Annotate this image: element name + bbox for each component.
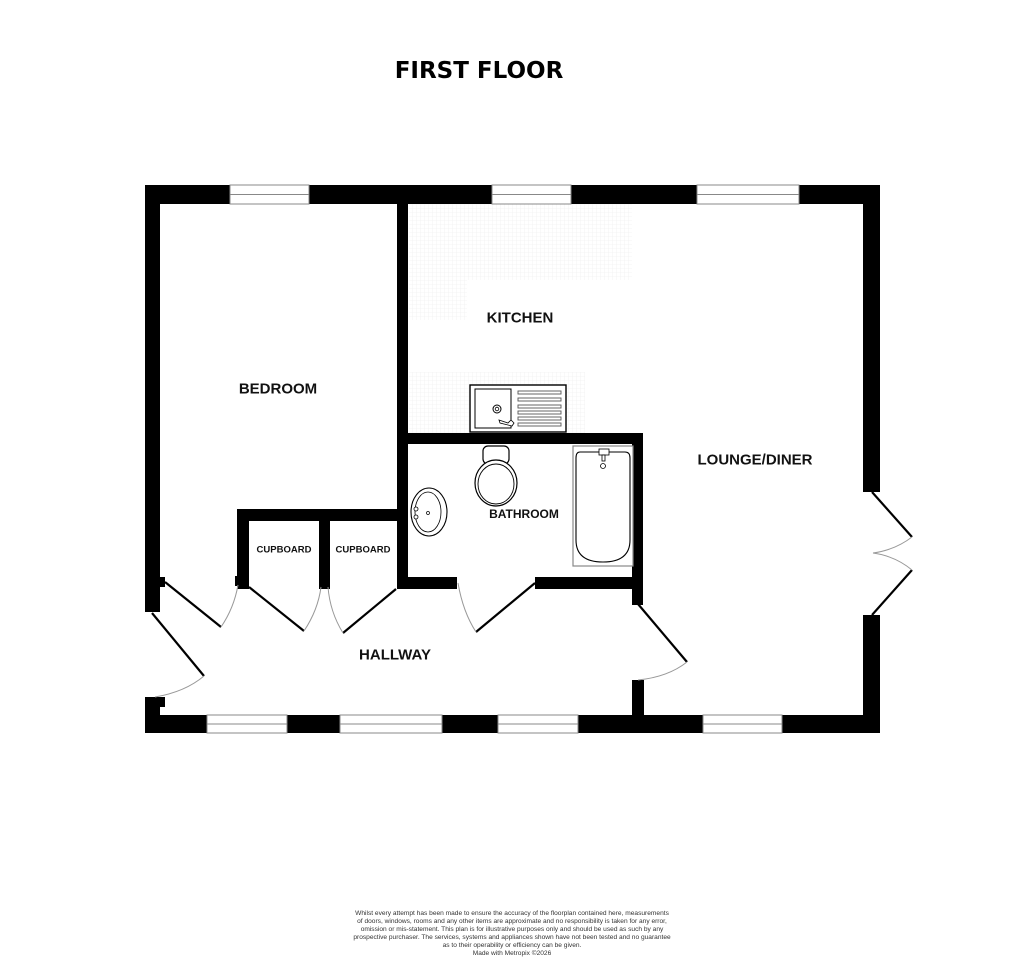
lounge-door[interactable] xyxy=(637,603,688,681)
room-label-bedroom: BEDROOM xyxy=(238,380,318,398)
bathroom-door[interactable] xyxy=(457,582,536,633)
cupboard-door-2[interactable] xyxy=(327,586,397,634)
disclaimer-credit: Made with Metropix ©2026 xyxy=(472,950,552,957)
disclaimer-line: prospective purchaser. The services, sys… xyxy=(353,934,671,941)
disclaimer-line: as to their operability or efficiency ca… xyxy=(442,942,582,949)
window-lounge-bottom xyxy=(702,714,783,734)
window-hall-1 xyxy=(206,714,288,734)
toilet-icon xyxy=(474,445,518,507)
bedroom-door[interactable] xyxy=(164,581,239,628)
disclaimer-line: of doors, windows, rooms and any other i… xyxy=(357,918,667,925)
entrance-door[interactable] xyxy=(151,612,205,698)
bath-icon xyxy=(572,445,634,567)
wash-basin-icon xyxy=(410,487,448,537)
cupboard-door-1[interactable] xyxy=(248,586,322,632)
window-kitchen xyxy=(491,184,572,205)
windows xyxy=(206,184,800,734)
room-label-kitchen: KITCHEN xyxy=(486,309,554,327)
disclaimer-line: Whilst every attempt has been made to en… xyxy=(355,910,669,917)
room-label-cupboard-1: CUPBOARD xyxy=(256,544,312,556)
room-label-bathroom: BATHROOM xyxy=(489,507,559,521)
doors xyxy=(151,491,913,698)
window-lounge-top xyxy=(696,184,800,205)
kitchen-sink-icon xyxy=(469,384,567,433)
room-label-cupboard-2: CUPBOARD xyxy=(335,544,391,556)
disclaimer: Whilst every attempt has been made to en… xyxy=(312,910,712,958)
floor-title: FIRST FLOOR xyxy=(394,58,564,84)
room-label-lounge-diner: LOUNGE/DINER xyxy=(697,451,813,469)
french-doors[interactable] xyxy=(871,491,913,616)
window-hall-3 xyxy=(497,714,579,734)
room-label-hallway: HALLWAY xyxy=(359,646,431,664)
window-bedroom xyxy=(229,184,310,205)
window-hall-2 xyxy=(339,714,443,734)
disclaimer-line: omission or mis-statement. This plan is … xyxy=(360,926,664,933)
